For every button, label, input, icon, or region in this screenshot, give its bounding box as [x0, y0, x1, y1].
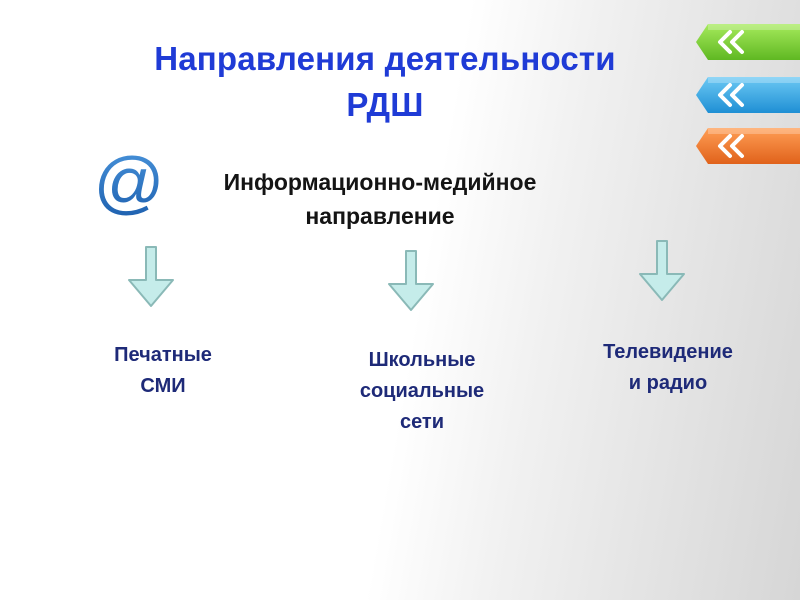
branch-label-line: СМИ [140, 375, 186, 397]
branch-tv-and-radio: Телевидение и радио [568, 337, 768, 399]
chevron-left-tab-green-icon [696, 24, 800, 60]
direction-heading: Информационно-медийное направление [160, 165, 600, 233]
branch-label-line: сети [399, 411, 445, 433]
at-icon: @ [96, 150, 162, 220]
title-line-2: РДШ [346, 86, 424, 123]
arrow-down-icon [639, 240, 685, 301]
arrow-down-icon [128, 246, 174, 307]
arrow-down-icon [388, 250, 434, 311]
branch-label-line: Школьные [368, 349, 476, 371]
svg-text:@: @ [96, 150, 162, 220]
branch-label-line: Печатные [114, 344, 212, 366]
branch-label-line: Телевидение [603, 341, 733, 363]
title-line-1: Направления деятельности [154, 40, 616, 77]
direction-heading-line-1: Информационно-медийное [223, 169, 537, 195]
branch-print-media: Печатные СМИ [78, 340, 248, 402]
branch-school-social-networks: Школьные социальные сети [332, 345, 512, 438]
branch-label-line: и радио [628, 372, 708, 394]
direction-heading-line-2: направление [305, 203, 455, 229]
chevron-left-tab-orange-icon [696, 128, 800, 164]
branch-label-line: социальные [359, 380, 485, 402]
page-title: Направления деятельности РДШ [60, 36, 710, 128]
chevron-left-tab-blue-icon [696, 77, 800, 113]
